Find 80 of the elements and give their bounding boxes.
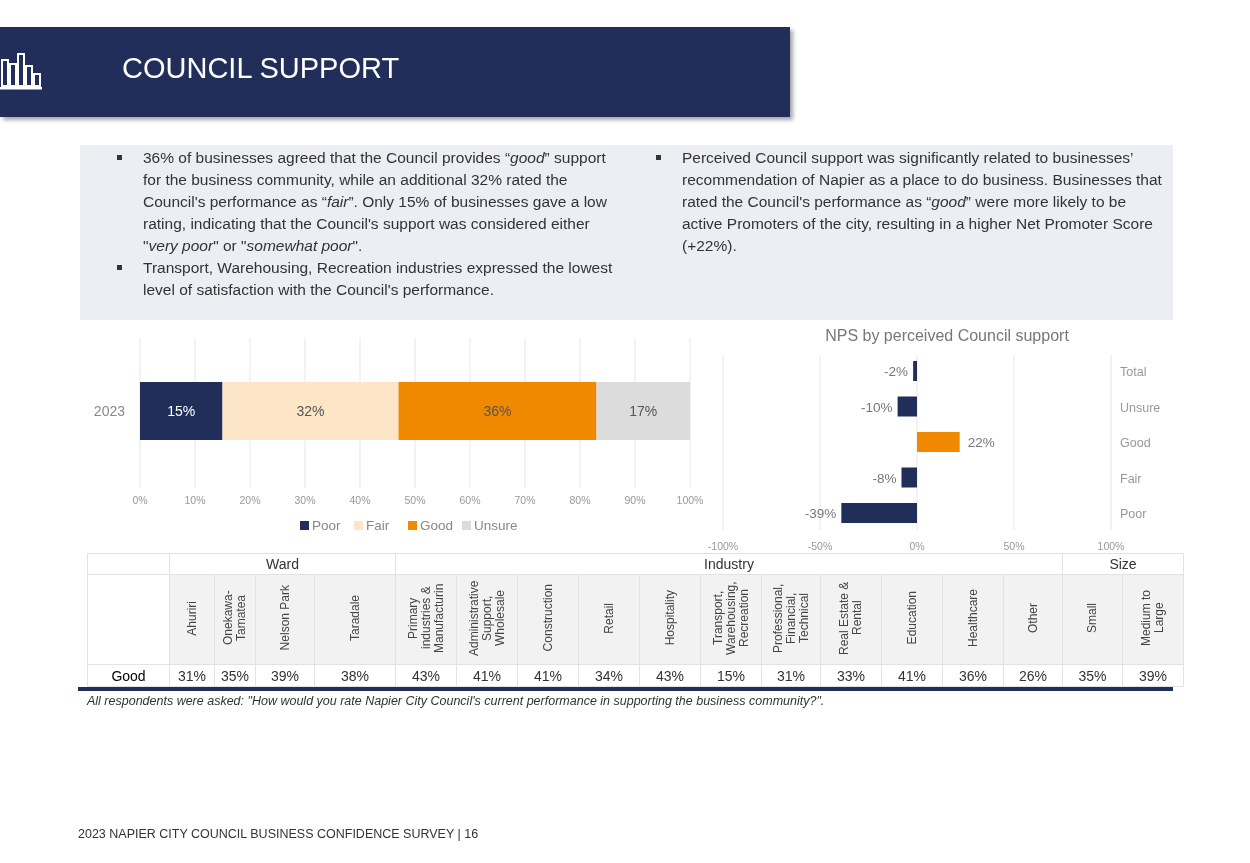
column-header: Construction [541, 584, 555, 652]
data-cell: 38% [314, 664, 396, 687]
data-cell: 43% [395, 664, 457, 687]
legend-label: Poor [312, 518, 341, 533]
data-cell: 36% [942, 664, 1004, 687]
category-label: Unsure [1120, 400, 1161, 415]
data-label: 36% [483, 403, 512, 419]
column-header: Primary industries & Manufacturin [406, 582, 446, 655]
column-header: Onekawa-Tamatea [222, 589, 248, 648]
category-label: Fair [1120, 471, 1142, 486]
tick-label: -100% [707, 540, 739, 552]
tick-label: 100% [676, 494, 704, 506]
legend-label: Fair [366, 518, 390, 533]
tick-label: 60% [459, 494, 481, 506]
category-label: Good [1120, 436, 1151, 450]
data-cell: 41% [517, 664, 579, 687]
page-title: COUNCIL SUPPORT [122, 52, 400, 85]
column-header: Education [905, 591, 919, 645]
column-header: Professional, Financial, Technical [771, 582, 811, 655]
tick-label: 50% [404, 494, 426, 506]
data-cell: 33% [820, 664, 882, 687]
data-label: 17% [629, 403, 658, 419]
group-header: Ward [169, 553, 396, 575]
legend-label: Unsure [474, 518, 518, 533]
data-cell: 31% [761, 664, 821, 687]
tick-label: 40% [349, 494, 371, 506]
data-cell: 41% [881, 664, 943, 687]
bullet-text: 36% of businesses agreed that the Council provides “good” support for the business community, while an additional 32% rated the Council's performance as “fair”. Only 15% of businesses gave a low rating, indicating that the Council's support was considered either "very poor" or "somewhat poor". [143, 148, 608, 256]
data-cell: 35% [214, 664, 256, 687]
data-label: 32% [296, 403, 325, 419]
tick-label: 0% [132, 494, 148, 506]
group-header: Industry [395, 553, 1063, 575]
column-header: Real Estate & Rental [838, 580, 864, 657]
data-cell: 15% [700, 664, 762, 687]
tick-label: 90% [624, 494, 646, 506]
column-header: Ahuriri [185, 600, 199, 636]
tick-label: 30% [294, 494, 316, 506]
group-header: Size [1062, 553, 1184, 575]
survey-question-note: All respondents were asked: "How would you rate Napier City Council's current performance in supporting the business community?". [87, 694, 825, 708]
data-cell: 39% [1122, 664, 1184, 687]
column-header: Taradale [348, 595, 362, 641]
chart-title: NPS by perceived Council support [825, 327, 1069, 344]
tick-label: 100% [1097, 540, 1125, 552]
category-label: Total [1120, 365, 1147, 379]
data-label: -8% [872, 470, 897, 486]
tick-label: 80% [569, 494, 591, 506]
data-cell: 43% [639, 664, 701, 687]
category-label: Poor [1120, 507, 1147, 521]
row-header: Good [87, 664, 170, 687]
bullet-text: Perceived Council support was significantly related to businesses’ recommendation of Napier as a place to do business. Businesses that rated the Council's performance as “good” were more likely to be active Promoters of the city, resulting in a higher Net Promoter Score (+22%). [682, 148, 1162, 256]
tick-label: -50% [807, 540, 833, 552]
data-cell: 34% [578, 664, 640, 687]
tick-label: 0% [909, 540, 925, 552]
column-header: Retail [602, 602, 616, 634]
data-label: -39% [804, 506, 837, 521]
tick-label: 20% [239, 494, 261, 506]
data-label: -2% [884, 364, 909, 379]
data-cell: 35% [1062, 664, 1123, 687]
data-cell: 26% [1003, 664, 1063, 687]
page-footer: 2023 NAPIER CITY COUNCIL BUSINESS CONFIDENCE SURVEY | 16 [78, 827, 479, 841]
bullet-text: Transport, Warehousing, Recreation industries expressed the lowest level of satisfaction with the Council's performance. [143, 258, 613, 300]
column-header: Healthcare [966, 589, 980, 647]
data-label: 15% [167, 403, 196, 419]
tick-label: 10% [184, 494, 206, 506]
column-header: Hospitality [663, 590, 677, 646]
tick-label: 70% [514, 494, 536, 506]
column-header: Medium to Large [1140, 589, 1166, 648]
data-label: 22% [967, 435, 995, 450]
data-cell: 41% [456, 664, 518, 687]
column-header: Transport, Warehousing, Recreation [711, 580, 751, 657]
legend-label: Good [420, 518, 454, 533]
column-header: Small [1086, 603, 1099, 633]
data-cell: 31% [169, 664, 215, 687]
data-cell: 39% [255, 664, 315, 687]
column-header: Administrative Support, Wholesale [467, 579, 507, 658]
category-label: 2023 [93, 403, 125, 419]
tick-label: 50% [1003, 540, 1025, 552]
column-header: Other [1026, 603, 1040, 633]
data-label: -10% [861, 399, 893, 415]
column-header: Nelson Park [278, 585, 292, 651]
